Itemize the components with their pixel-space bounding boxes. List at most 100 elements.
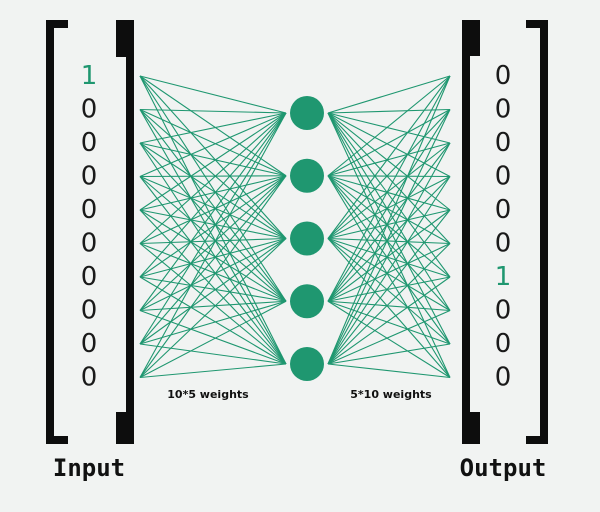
output-digit: 0 <box>495 329 512 359</box>
input-digit: 1 <box>81 61 98 91</box>
edge-input-5-hidden-0 <box>139 112 287 244</box>
edge-input-5-hidden-4 <box>139 243 287 365</box>
edge-input-4-hidden-2 <box>139 209 287 240</box>
edge-input-2-hidden-1 <box>139 142 287 177</box>
edge-input-2-hidden-3 <box>139 142 287 302</box>
edge-hidden-0-output-8 <box>327 112 451 345</box>
hidden-node <box>290 347 324 381</box>
edge-input-3-hidden-2 <box>139 175 287 240</box>
output-digit: 1 <box>495 262 512 292</box>
edge-hidden-2-output-2 <box>327 142 451 239</box>
edge-input-4-hidden-4 <box>139 209 287 365</box>
input-digit: 0 <box>81 195 98 225</box>
edge-hidden-1-output-7 <box>327 175 451 311</box>
edge-hidden-0-output-1 <box>327 108 451 114</box>
hidden-node <box>290 158 324 193</box>
edge-input-9-hidden-3 <box>139 300 287 378</box>
output-digit: 0 <box>495 195 512 225</box>
input-digit: 0 <box>81 162 98 192</box>
hidden-node <box>290 221 324 256</box>
edge-input-7-hidden-3 <box>139 300 287 312</box>
edge-hidden-2-output-3 <box>327 176 451 239</box>
input-label: Input <box>53 454 125 482</box>
edge-input-6-hidden-1 <box>139 175 287 278</box>
edge-input-6-hidden-0 <box>139 112 287 278</box>
edge-input-7-hidden-2 <box>139 238 287 311</box>
edge-hidden-3-output-1 <box>327 109 451 302</box>
edge-input-8-hidden-2 <box>139 238 287 345</box>
edge-hidden-4-output-5 <box>327 243 451 365</box>
edge-hidden-2-output-6 <box>327 237 451 278</box>
edge-input-9-hidden-4 <box>139 363 287 379</box>
output-digit: 0 <box>495 229 512 259</box>
edge-hidden-1-output-9 <box>327 175 451 378</box>
edge-input-5-hidden-1 <box>139 175 287 244</box>
edge-hidden-3-output-0 <box>327 75 451 302</box>
edge-input-1-hidden-3 <box>139 109 287 302</box>
edge-hidden-4-output-2 <box>327 142 451 365</box>
edge-hidden-4-output-3 <box>327 176 451 365</box>
output-digit: 0 <box>495 95 512 125</box>
input-digit: 0 <box>81 296 98 326</box>
edge-input-2-hidden-4 <box>139 142 287 365</box>
hidden-node <box>290 284 324 319</box>
edge-input-1-hidden-2 <box>139 109 287 239</box>
edge-input-3-hidden-4 <box>139 176 287 365</box>
edge-hidden-0-output-6 <box>327 112 451 278</box>
output-bracket-right <box>526 20 548 444</box>
edge-input-1-hidden-4 <box>139 109 287 365</box>
edge-hidden-3-output-8 <box>327 300 451 345</box>
edge-input-7-hidden-4 <box>139 309 287 365</box>
input-digit: 0 <box>81 95 98 125</box>
edge-input-1-hidden-0 <box>139 108 287 114</box>
edge-hidden-2-output-0 <box>327 75 451 239</box>
output-digit: 0 <box>495 61 512 91</box>
edge-input-8-hidden-3 <box>139 300 287 345</box>
input-digit: 0 <box>81 229 98 259</box>
edge-input-4-hidden-0 <box>139 112 287 211</box>
edge-input-9-hidden-2 <box>139 238 287 378</box>
edge-hidden-3-output-9 <box>327 300 451 378</box>
edge-hidden-1-output-4 <box>327 175 451 211</box>
input-vector-bracket <box>46 20 134 444</box>
edge-input-9-hidden-1 <box>139 175 287 378</box>
edge-hidden-1-output-6 <box>327 175 451 278</box>
edge-input-1-hidden-1 <box>139 108 287 177</box>
edge-input-6-hidden-2 <box>139 237 287 278</box>
edge-hidden-2-output-5 <box>327 237 451 245</box>
edge-input-6-hidden-4 <box>139 276 287 365</box>
hidden-output-weights-label: 5*10 weights <box>350 388 432 401</box>
edge-input-5-hidden-2 <box>139 237 287 245</box>
edge-input-3-hidden-0 <box>139 112 287 178</box>
edge-hidden-2-output-4 <box>327 209 451 240</box>
edge-input-3-hidden-1 <box>139 175 287 178</box>
edge-hidden-1-output-8 <box>327 175 451 345</box>
edge-hidden-3-output-4 <box>327 209 451 302</box>
edge-input-0-hidden-4 <box>139 75 287 365</box>
hidden-layer <box>290 96 324 381</box>
edge-hidden-4-output-0 <box>327 75 451 365</box>
edge-hidden-4-output-9 <box>327 363 451 379</box>
output-label: Output <box>460 454 547 482</box>
output-vector-bracket <box>462 20 548 444</box>
edge-hidden-3-output-2 <box>327 142 451 302</box>
output-digit: 0 <box>495 296 512 326</box>
edge-hidden-1-output-3 <box>327 175 451 178</box>
edge-hidden-0-output-9 <box>327 112 451 378</box>
input-digit: 0 <box>81 329 98 359</box>
edge-input-4-hidden-3 <box>139 209 287 302</box>
hidden-output-connections <box>327 75 451 379</box>
edge-hidden-3-output-6 <box>327 276 451 302</box>
input-bracket-left <box>46 20 68 444</box>
edge-input-5-hidden-3 <box>139 242 287 302</box>
edge-input-0-hidden-3 <box>139 75 287 302</box>
input-digit: 0 <box>81 363 98 393</box>
edge-input-4-hidden-1 <box>139 175 287 211</box>
edge-input-6-hidden-3 <box>139 276 287 302</box>
edge-hidden-4-output-4 <box>327 209 451 365</box>
edge-hidden-4-output-7 <box>327 309 451 365</box>
edge-hidden-2-output-8 <box>327 238 451 345</box>
edge-hidden-1-output-0 <box>327 75 451 177</box>
